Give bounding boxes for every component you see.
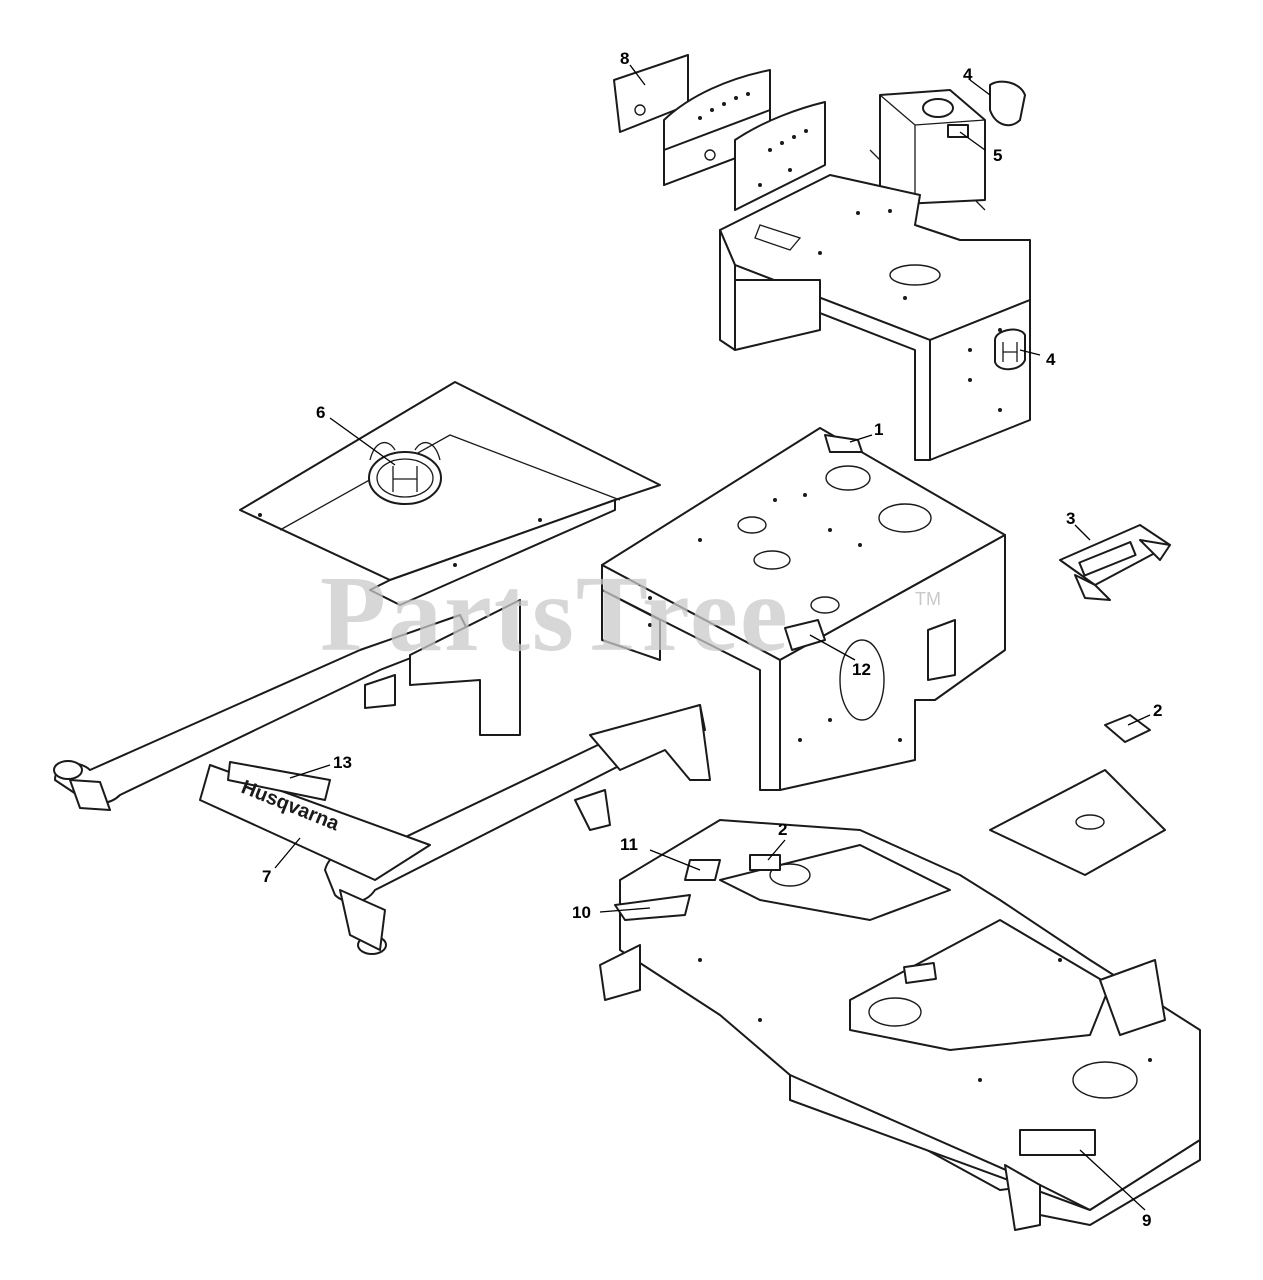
callout-2-deck[interactable]: 2 bbox=[778, 820, 787, 839]
husqvarna-logo-icon bbox=[368, 441, 442, 505]
decal-4-side[interactable] bbox=[994, 328, 1026, 371]
callout-3[interactable]: 3 bbox=[1066, 509, 1075, 528]
callout-7[interactable]: 7 bbox=[262, 867, 271, 886]
watermark-text: PartsTree bbox=[320, 555, 790, 674]
watermark: PartsTree TM bbox=[320, 555, 941, 674]
callout-13[interactable]: 13 bbox=[333, 753, 352, 772]
callout-2-right[interactable]: 2 bbox=[1153, 701, 1162, 720]
callout-11[interactable]: 11 bbox=[620, 835, 638, 854]
side-panel-rear[interactable] bbox=[734, 101, 826, 211]
watermark-tm: TM bbox=[915, 589, 941, 609]
front-cover[interactable] bbox=[239, 381, 661, 606]
callout-6[interactable]: 6 bbox=[316, 403, 325, 422]
main-body[interactable] bbox=[601, 427, 1006, 791]
callout-12[interactable]: 12 bbox=[852, 660, 871, 679]
seat-frame[interactable] bbox=[719, 174, 1031, 461]
bracket-3[interactable] bbox=[1059, 524, 1171, 601]
side-panel-front[interactable] bbox=[663, 69, 771, 186]
decal-4-top[interactable] bbox=[989, 80, 1026, 127]
mower-deck[interactable] bbox=[599, 769, 1201, 1231]
fuel-tank[interactable] bbox=[869, 89, 986, 211]
callout-10[interactable]: 10 bbox=[572, 903, 591, 922]
callout-1[interactable]: 1 bbox=[874, 420, 883, 439]
leader-lines bbox=[274, 64, 1151, 1211]
callouts: 8 4 5 4 6 1 3 12 2 13 2 11 7 10 9 bbox=[262, 49, 1162, 1230]
callout-4-top[interactable]: 4 bbox=[963, 65, 973, 84]
steering-frame[interactable] bbox=[53, 599, 711, 955]
callout-9[interactable]: 9 bbox=[1142, 1211, 1151, 1230]
callout-8[interactable]: 8 bbox=[620, 49, 629, 68]
callout-4-side[interactable]: 4 bbox=[1046, 350, 1056, 369]
brand-panel-7[interactable]: Husqvarna bbox=[199, 761, 431, 881]
decal-2-right[interactable] bbox=[1104, 714, 1151, 743]
callout-5[interactable]: 5 bbox=[993, 146, 1002, 165]
